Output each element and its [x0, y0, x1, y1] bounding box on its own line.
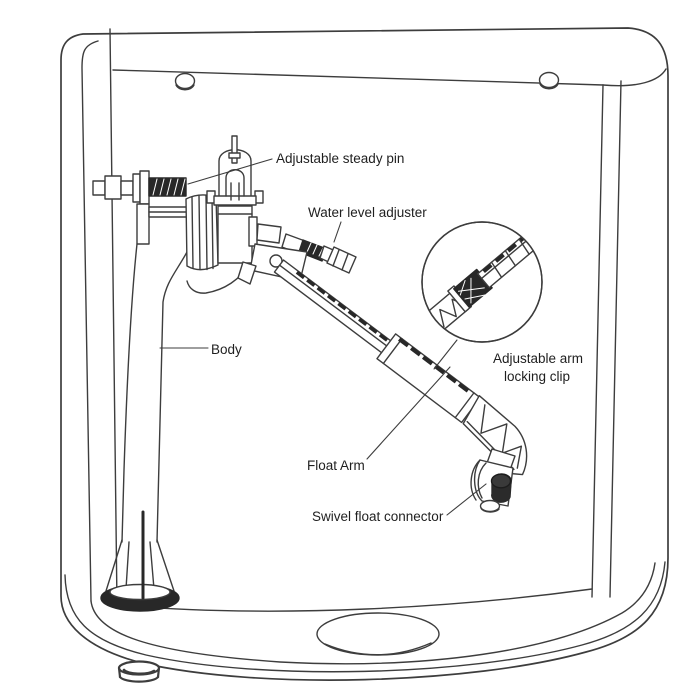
magnifier-leader	[433, 339, 458, 370]
outlet-cone	[105, 539, 175, 592]
adjuster-nut	[326, 246, 357, 274]
adjuster-thread	[298, 239, 328, 262]
tank-right-front-edge	[609, 80, 622, 598]
tank-right-rim-curve	[602, 68, 667, 87]
label-swivel-connector: Swivel float connector	[312, 509, 444, 524]
tank-floor-back-edge	[116, 588, 593, 612]
inlet-shank	[92, 170, 150, 205]
valve-body-pipe	[100, 243, 251, 612]
leader-float-arm	[366, 366, 451, 460]
outlet-base-top	[109, 583, 171, 601]
sleeve-teeth	[398, 337, 470, 393]
mount-bracket	[136, 203, 150, 245]
leader-water-level	[333, 221, 342, 243]
mounting-hole-right	[538, 71, 560, 90]
flush-outlet-hole	[316, 612, 440, 656]
shank-thread	[148, 177, 187, 197]
tank-left-front-edge	[109, 28, 118, 606]
leader-lines	[159, 158, 487, 516]
leader-swivel	[446, 483, 487, 516]
pipe-right-edge	[156, 251, 188, 543]
tank-floor-front-edge	[90, 562, 656, 665]
steady-pin	[228, 135, 241, 164]
inlet-fitting-under-tank	[117, 660, 161, 683]
arm-rack-teeth	[295, 270, 389, 342]
tank-left-inner-wall	[81, 40, 99, 602]
label-water-level-adjuster: Water level adjuster	[308, 205, 427, 220]
magnifier-circle	[421, 221, 543, 343]
pipe-left-edge	[121, 243, 138, 543]
tank-bottom-inner-line	[64, 561, 666, 673]
mounting-hole-left	[174, 72, 196, 91]
label-float-arm: Float Arm	[307, 458, 365, 473]
magnifier-detail	[421, 221, 543, 370]
label-steady-pin: Adjustable steady pin	[276, 151, 404, 166]
leader-steady-pin	[187, 158, 273, 185]
labels: Adjustable steady pin Water level adjust…	[211, 151, 583, 524]
label-arm-locking-clip-line1: Adjustable arm	[493, 351, 583, 366]
steady-pin-housing	[206, 149, 264, 206]
swivel-float-connector	[470, 448, 516, 513]
valve-body-block	[217, 205, 253, 264]
ribbed-cap	[185, 194, 219, 271]
tank-right-inner-wall	[591, 84, 604, 598]
label-arm-locking-clip-line2: locking clip	[504, 369, 570, 384]
label-body: Body	[211, 342, 242, 357]
tie-rod	[148, 206, 188, 218]
